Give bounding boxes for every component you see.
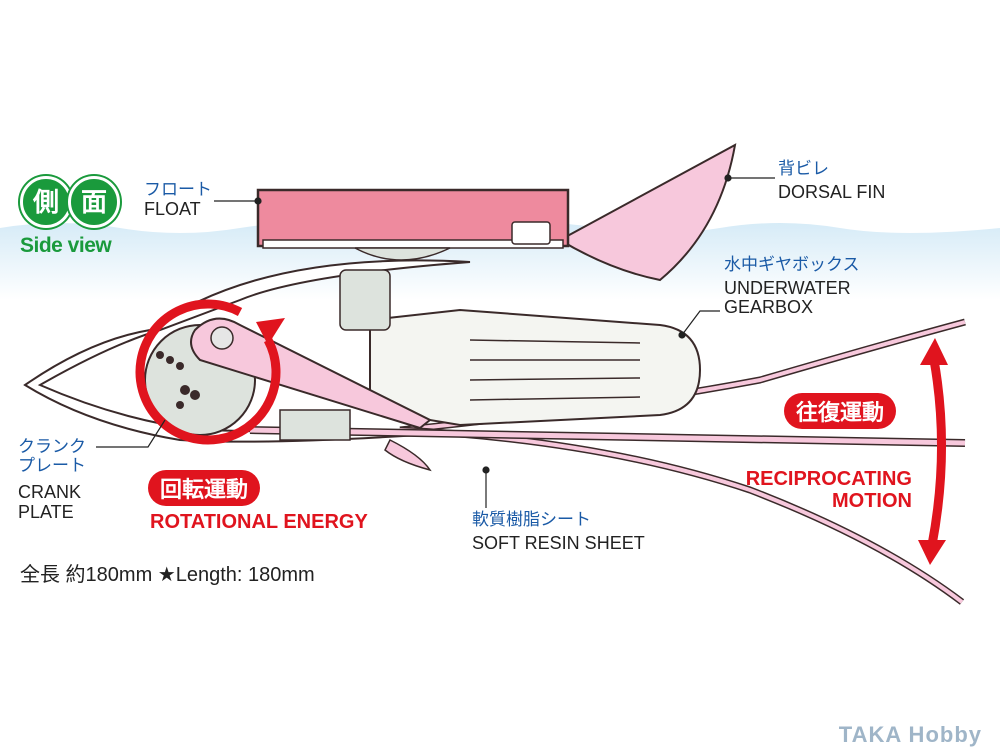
dorsal-fin-label: 背ビレ DORSAL FIN [778, 159, 886, 202]
side-view-badge: 側面 Side view [20, 176, 130, 258]
soft-resin-label: 軟質樹脂シート SOFT RESIN SHEET [472, 510, 645, 553]
reciprocating-motion-label: RECIPROCATING MOTION [745, 468, 912, 512]
underwater-gearbox [369, 308, 702, 427]
rotation-arrow [135, 299, 281, 445]
badge-side-view-text: Side view [20, 234, 112, 257]
reciprocating-arrow [927, 359, 946, 546]
badge-char-2: 面 [68, 176, 120, 228]
crank-plate-label: クランク プレート CRANK PLATE [18, 437, 86, 523]
rotational-energy-label: ROTATIONAL ENERGY [150, 511, 368, 533]
gearbox-label: 水中ギヤボックス UNDERWATER GEARBOX [724, 255, 860, 318]
crank-arm [190, 317, 432, 430]
watermark: TAKA Hobby [838, 722, 982, 747]
float-label: フロート FLOAT [144, 180, 212, 219]
reciprocating-motion-badge: 往復運動 [784, 393, 897, 429]
badge-char-1: 側 [20, 176, 72, 228]
rotational-motion-badge: 回転運動 [148, 470, 261, 506]
length-note: 全長 約180mm ★Length: 180mm [20, 564, 315, 586]
water-surface [0, 223, 1000, 300]
